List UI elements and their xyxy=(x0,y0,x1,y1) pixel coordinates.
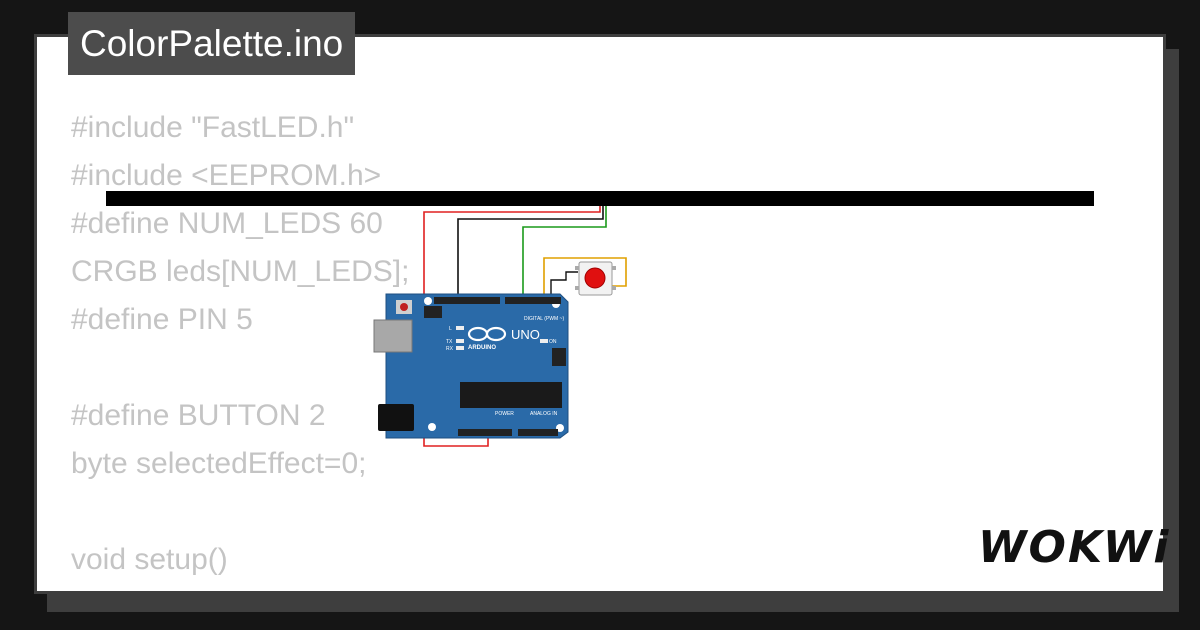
code-line: void setup() xyxy=(71,543,228,576)
code-preview: #include "FastLED.h" #include <EEPROM.h> #… xyxy=(71,104,410,591)
code-line: #define NUM_LEDS 60 xyxy=(71,207,383,240)
code-line: { xyxy=(71,584,409,591)
code-line: #include "FastLED.h" xyxy=(71,111,355,144)
code-line xyxy=(71,488,409,536)
project-title: ColorPalette.ino xyxy=(68,12,356,75)
wokwi-logo[interactable]: WOKWi xyxy=(978,522,1171,573)
code-line xyxy=(71,344,409,392)
code-line: #define PIN 5 xyxy=(71,303,253,336)
code-line: CRGB leds[NUM_LEDS]; xyxy=(71,255,410,288)
code-line: #include <EEPROM.h> xyxy=(71,159,382,192)
code-line: byte selectedEffect=0; xyxy=(71,447,367,480)
project-card[interactable]: #include "FastLED.h" #include <EEPROM.h> #… xyxy=(34,34,1166,594)
code-line: #define BUTTON 2 xyxy=(71,399,326,432)
